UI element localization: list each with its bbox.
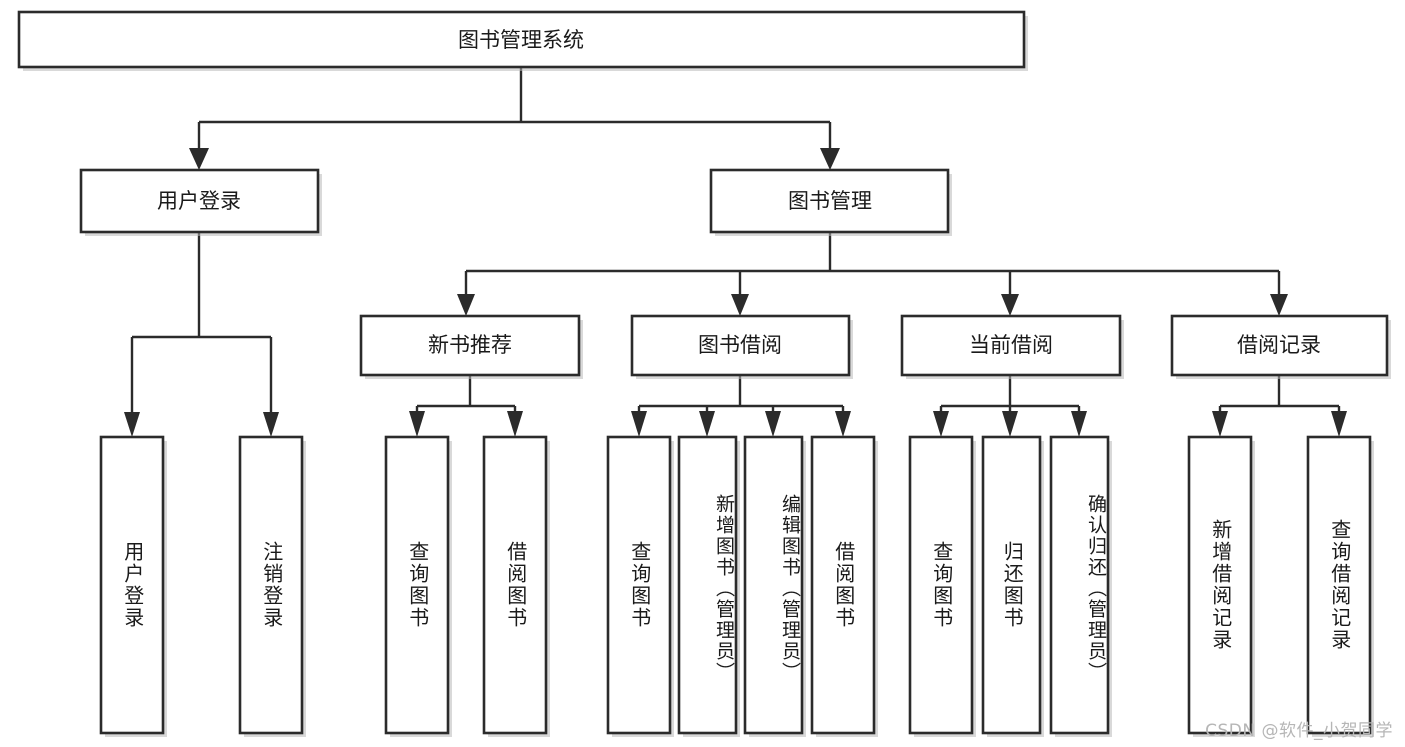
node-borrow-record[interactable]: 借阅记录 bbox=[1170, 314, 1391, 379]
node-leaf-query-book-2-box[interactable] bbox=[606, 435, 672, 735]
node-leaf-borrow-book-2[interactable] bbox=[810, 435, 878, 737]
node-user-login-box[interactable] bbox=[79, 168, 320, 234]
arrow-head-leaf-query-book-2 bbox=[631, 411, 647, 437]
node-leaf-edit-book[interactable] bbox=[743, 435, 806, 737]
node-leaf-add-record[interactable] bbox=[1187, 435, 1255, 737]
node-user-login-label: 用户登录 bbox=[157, 189, 241, 213]
node-user-login[interactable]: 用户登录 bbox=[79, 168, 322, 236]
arrow-head-leaf-query-book-1 bbox=[409, 411, 425, 437]
node-book-borrow-label: 图书借阅 bbox=[698, 333, 782, 357]
node-leaf-borrow-book-1-box[interactable] bbox=[482, 435, 548, 735]
connector-currentborrow-to-leaves bbox=[933, 375, 1087, 437]
node-leaf-query-book-3[interactable] bbox=[908, 435, 976, 737]
arrow-head-leaf-borrow-book-1 bbox=[507, 411, 523, 437]
node-leaf-add-record-box[interactable] bbox=[1187, 435, 1253, 735]
node-leaf-borrow-book-2-box[interactable] bbox=[810, 435, 876, 735]
connector-newbook-to-leaves bbox=[409, 375, 523, 437]
arrow-head-book-management bbox=[820, 148, 840, 170]
node-new-book-recommend-box[interactable] bbox=[359, 314, 581, 377]
arrow-head-leaf-confirm-return bbox=[1071, 411, 1087, 437]
node-leaf-logout[interactable] bbox=[238, 435, 306, 737]
arrow-head-leaf-user-login bbox=[124, 412, 140, 437]
arrow-head-leaf-logout bbox=[263, 412, 279, 437]
node-leaf-query-record-box[interactable] bbox=[1306, 435, 1372, 735]
node-current-borrow[interactable]: 当前借阅 bbox=[900, 314, 1124, 379]
node-root[interactable]: 图书管理系统 bbox=[17, 10, 1028, 71]
node-borrow-record-box[interactable] bbox=[1170, 314, 1389, 377]
connector-borrowrecord-to-leaves bbox=[1212, 375, 1347, 437]
node-leaf-query-record[interactable] bbox=[1306, 435, 1374, 737]
node-leaf-add-book-box[interactable] bbox=[677, 435, 738, 735]
node-new-book-recommend[interactable]: 新书推荐 bbox=[359, 314, 583, 379]
arrow-head-leaf-query-book-3 bbox=[933, 411, 949, 437]
node-leaf-add-book[interactable] bbox=[677, 435, 740, 737]
arrow-head-leaf-borrow-book-2 bbox=[835, 411, 851, 437]
arrow-head-current-borrow bbox=[1001, 294, 1019, 316]
node-leaf-user-login[interactable] bbox=[99, 435, 167, 737]
node-book-borrow-box[interactable] bbox=[630, 314, 851, 377]
node-leaf-query-book-2[interactable] bbox=[606, 435, 674, 737]
node-root-label: 图书管理系统 bbox=[458, 28, 584, 52]
node-leaf-return-book-box[interactable] bbox=[981, 435, 1042, 735]
connector-root-to-level2 bbox=[189, 67, 840, 170]
node-leaf-query-book-1[interactable] bbox=[384, 435, 452, 737]
connector-bookborrow-to-leaves bbox=[631, 375, 851, 437]
node-root-box[interactable] bbox=[17, 10, 1026, 69]
node-leaf-edit-book-box[interactable] bbox=[743, 435, 804, 735]
arrow-head-leaf-add-record bbox=[1212, 411, 1228, 437]
connector-bookmgmt-to-level3 bbox=[457, 232, 1288, 316]
arrow-head-new-book bbox=[457, 294, 475, 316]
node-book-borrow[interactable]: 图书借阅 bbox=[630, 314, 853, 379]
arrow-head-user-login bbox=[189, 148, 209, 170]
node-borrow-record-label: 借阅记录 bbox=[1237, 333, 1321, 357]
node-current-borrow-label: 当前借阅 bbox=[969, 333, 1053, 357]
node-leaf-borrow-book-1[interactable] bbox=[482, 435, 550, 737]
csdn-watermark: CSDN @软件_小贺同学 bbox=[1205, 721, 1393, 741]
node-leaf-confirm-return-box[interactable] bbox=[1049, 435, 1110, 735]
node-leaf-confirm-return[interactable] bbox=[1049, 435, 1112, 737]
node-leaf-return-book[interactable] bbox=[981, 435, 1044, 737]
node-leaf-logout-box[interactable] bbox=[238, 435, 304, 735]
node-book-management[interactable]: 图书管理 bbox=[709, 168, 952, 236]
node-current-borrow-box[interactable] bbox=[900, 314, 1122, 377]
arrow-head-book-borrow bbox=[731, 294, 749, 316]
arrow-head-borrow-record bbox=[1270, 294, 1288, 316]
arrow-head-leaf-edit-book bbox=[765, 411, 781, 437]
node-leaf-user-login-box[interactable] bbox=[99, 435, 165, 735]
node-leaf-query-book-1-box[interactable] bbox=[384, 435, 450, 735]
connector-userlogin-to-leaves bbox=[124, 232, 279, 437]
arrow-head-leaf-return-book bbox=[1002, 411, 1018, 437]
node-book-management-label: 图书管理 bbox=[788, 189, 872, 213]
node-new-book-recommend-label: 新书推荐 bbox=[428, 333, 512, 357]
node-leaf-query-book-3-box[interactable] bbox=[908, 435, 974, 735]
arrow-head-leaf-query-record bbox=[1331, 411, 1347, 437]
arrow-head-leaf-add-book bbox=[699, 411, 715, 437]
node-book-management-box[interactable] bbox=[709, 168, 950, 234]
